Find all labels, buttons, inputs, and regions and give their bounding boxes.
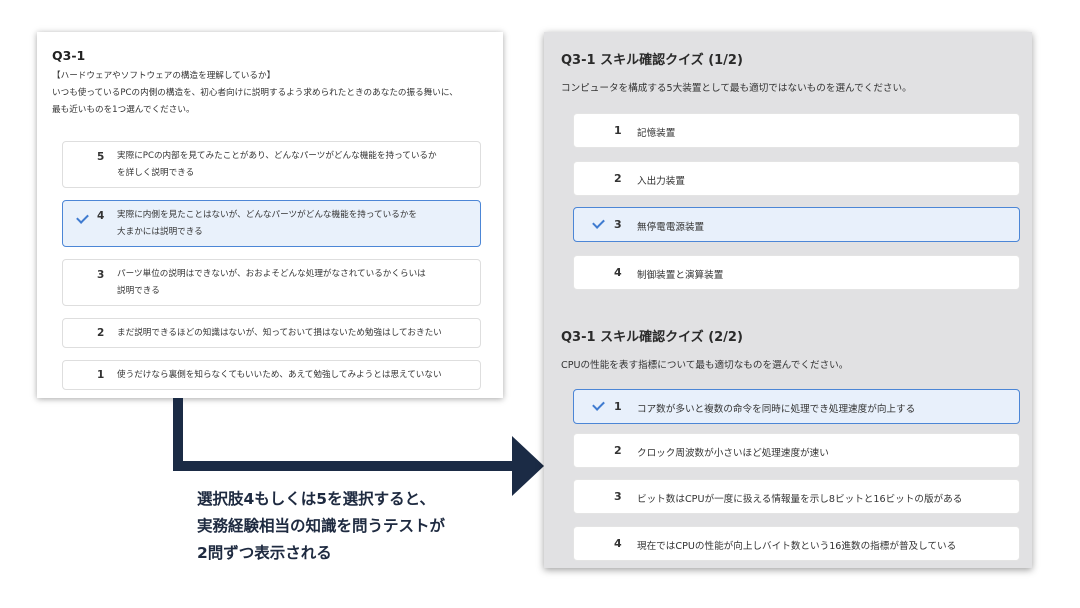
option-label: 使うだけなら裏側を知らなくてもいいため、あえて勉強してみようとは思えていない — [117, 370, 442, 380]
question-subtitle: 【ハードウェアやソフトウェアの構造を理解しているか】 — [52, 71, 276, 81]
option-label: ビット数はCPUが一度に扱える情報量を示し8ビットと16ビットの版がある — [637, 494, 963, 505]
option-label: 無停電電源装置 — [637, 222, 705, 233]
flow-arrow-vertical — [173, 398, 183, 471]
skill-quiz-panel: Q3-1 スキル確認クイズ (1/2) コンピュータを構成する5大装置として最も… — [544, 32, 1032, 568]
quiz2-question: CPUの性能を表す指標について最も適切なものを選んでください。 — [561, 360, 849, 371]
check-icon — [592, 398, 605, 411]
question-title: Q3-1 — [52, 48, 86, 63]
option-number: 4 — [614, 266, 622, 279]
option-label: クロック周波数が小さいほど処理速度が速い — [637, 448, 829, 459]
quiz2-option-3[interactable]: 3 ビット数はCPUが一度に扱える情報量を示し8ビットと16ビットの版がある — [573, 479, 1020, 514]
self-assessment-card: Q3-1 【ハードウェアやソフトウェアの構造を理解しているか】 いつも使っている… — [37, 32, 503, 398]
option-number: 1 — [614, 124, 622, 137]
quiz1-option-1[interactable]: 1 記憶装置 — [573, 113, 1020, 148]
quiz2-title: Q3-1 スキル確認クイズ (2/2) — [561, 330, 743, 345]
question-description-line1: いつも使っているPCの内側の構造を、初心者向けに説明するよう求められたときのあな… — [52, 88, 458, 98]
option-label: 制御装置と演算装置 — [637, 270, 724, 281]
quiz2-option-4[interactable]: 4 現在ではCPUの性能が向上しバイト数という16進数の指標が普及している — [573, 526, 1020, 561]
check-icon — [76, 211, 89, 224]
flow-arrow-horizontal — [173, 461, 520, 471]
quiz1-option-2[interactable]: 2 入出力装置 — [573, 161, 1020, 196]
option-label: 現在ではCPUの性能が向上しバイト数という16進数の指標が普及している — [637, 541, 957, 552]
option-label-line1: 実際に内側を見たことはないが、どんなパーツがどんな機能を持っているかを — [117, 210, 418, 220]
quiz1-option-3[interactable]: 3 無停電電源装置 — [573, 207, 1020, 242]
check-icon — [592, 216, 605, 229]
question-description-line2: 最も近いものを1つ選んでください。 — [52, 105, 195, 115]
option-label-line2: を詳しく説明できる — [117, 168, 195, 178]
option-1[interactable]: 1 使うだけなら裏側を知らなくてもいいため、あえて勉強してみようとは思えていない — [62, 360, 481, 390]
caption-line1: 選択肢4もしくは5を選択すると、 — [197, 490, 435, 508]
option-number: 1 — [97, 369, 105, 381]
quiz2-option-2[interactable]: 2 クロック周波数が小さいほど処理速度が速い — [573, 433, 1020, 468]
option-4[interactable]: 4 実際に内側を見たことはないが、どんなパーツがどんな機能を持っているかを 大ま… — [62, 200, 481, 247]
option-number: 3 — [614, 490, 622, 503]
option-number: 2 — [97, 327, 105, 339]
arrow-head-icon — [512, 436, 544, 496]
caption-line2: 実務経験相当の知識を問うテストが — [197, 517, 446, 535]
option-number: 2 — [614, 444, 622, 457]
option-label-line1: パーツ単位の説明はできないが、おおよそどんな処理がなされているかくらいは — [117, 269, 426, 279]
option-label: 記憶装置 — [637, 128, 676, 139]
quiz1-option-4[interactable]: 4 制御装置と演算装置 — [573, 255, 1020, 290]
caption-line3: 2問ずつ表示される — [197, 544, 332, 562]
option-number: 3 — [97, 269, 105, 281]
option-number: 1 — [614, 400, 622, 413]
option-label: まだ説明できるほどの知識はないが、知っておいて損はないため勉強はしておきたい — [117, 328, 442, 338]
option-3[interactable]: 3 パーツ単位の説明はできないが、おおよそどんな処理がなされているかくらいは 説… — [62, 259, 481, 306]
option-label-line1: 実際にPCの内部を見てみたことがあり、どんなパーツがどんな機能を持っているか — [117, 151, 437, 161]
option-label-line2: 大まかには説明できる — [117, 227, 203, 237]
quiz1-question: コンピュータを構成する5大装置として最も適切ではないものを選んでください。 — [561, 83, 912, 94]
option-label: コア数が多いと複数の命令を同時に処理でき処理速度が向上する — [637, 404, 916, 415]
option-number: 5 — [97, 151, 105, 163]
option-label: 入出力装置 — [637, 176, 685, 187]
option-number: 4 — [614, 537, 622, 550]
option-number: 3 — [614, 218, 622, 231]
option-5[interactable]: 5 実際にPCの内部を見てみたことがあり、どんなパーツがどんな機能を持っているか… — [62, 141, 481, 188]
quiz1-title: Q3-1 スキル確認クイズ (1/2) — [561, 53, 743, 68]
option-2[interactable]: 2 まだ説明できるほどの知識はないが、知っておいて損はないため勉強はしておきたい — [62, 318, 481, 348]
quiz2-option-1[interactable]: 1 コア数が多いと複数の命令を同時に処理でき処理速度が向上する — [573, 389, 1020, 424]
option-number: 4 — [97, 210, 105, 222]
option-number: 2 — [614, 172, 622, 185]
option-label-line2: 説明できる — [117, 286, 160, 296]
